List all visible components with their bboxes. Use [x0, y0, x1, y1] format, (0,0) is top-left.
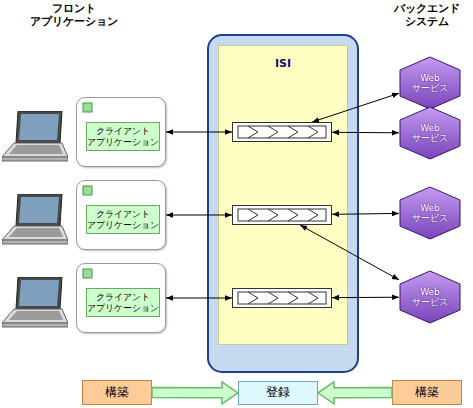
laptop-icon — [2, 277, 68, 327]
web-service-hexagon: Web サービス — [399, 106, 461, 160]
block-arrow — [152, 382, 238, 404]
node-text: Web サービス — [408, 203, 452, 224]
hexagon-shape — [400, 187, 460, 239]
register-box: 登録 — [238, 381, 318, 405]
pipeline-chevrons — [238, 209, 326, 221]
app-label-box: クライアント アプリケーション — [86, 288, 160, 317]
node-text: ISI — [275, 58, 291, 71]
isi-platform-box: ISI — [218, 45, 348, 345]
web-service-hexagon: Web サービス — [399, 186, 461, 240]
connector-arrow — [300, 225, 399, 280]
client-app-box: クライアント アプリケーション — [76, 97, 166, 167]
laptop-icon — [2, 111, 68, 161]
build-box: 構築 — [82, 380, 152, 405]
pipeline-box — [232, 205, 332, 225]
node-text: クライアント アプリケーション — [87, 292, 159, 314]
platform-frame — [208, 35, 358, 372]
pipeline-box — [232, 288, 332, 308]
connector-arrow — [166, 298, 232, 299]
node-text: 構築 — [105, 386, 129, 400]
heading-text: フロント アプリケーション — [30, 2, 118, 28]
connector-arrow — [332, 213, 399, 215]
web-service-hexagon: Web サービス — [399, 270, 461, 324]
app-icon — [83, 186, 92, 195]
app-icon — [83, 269, 92, 278]
node-text: Web サービス — [408, 123, 452, 144]
build-box: 構築 — [392, 380, 462, 405]
hexagon-shape — [400, 107, 460, 159]
laptop-icon — [2, 194, 68, 244]
hexagon-shape — [400, 57, 460, 109]
connector-arrow — [332, 297, 399, 298]
pipeline-chevrons — [238, 126, 326, 138]
connector-arrow — [166, 132, 232, 133]
app-label-box: クライアント アプリケーション — [86, 122, 160, 151]
hexagon-shape — [400, 271, 460, 323]
node-text: 構築 — [415, 386, 439, 400]
section-heading: フロント アプリケーション — [18, 2, 130, 28]
client-app-box: クライアント アプリケーション — [76, 263, 166, 333]
app-label-box: クライアント アプリケーション — [86, 205, 160, 234]
node-text: 登録 — [266, 386, 290, 400]
connector-arrow — [166, 215, 232, 216]
connector-arrow — [332, 132, 399, 133]
node-text: Web サービス — [408, 73, 452, 94]
section-heading: バックエンド システム — [380, 2, 473, 28]
node-text: Web サービス — [408, 287, 452, 308]
block-arrow — [318, 382, 392, 404]
node-text: クライアント アプリケーション — [87, 209, 159, 231]
pipeline-box — [232, 122, 332, 142]
client-app-box: クライアント アプリケーション — [76, 180, 166, 250]
heading-text: バックエンド システム — [394, 2, 460, 28]
connector-arrow — [312, 93, 399, 122]
web-service-hexagon: Web サービス — [399, 56, 461, 110]
pipeline-chevrons — [238, 292, 326, 304]
app-icon — [83, 103, 92, 112]
node-text: クライアント アプリケーション — [87, 126, 159, 148]
